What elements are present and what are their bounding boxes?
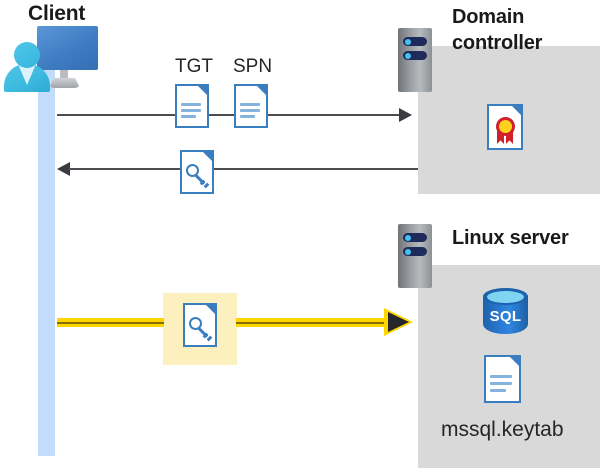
service-ticket-key-document-icon xyxy=(183,303,217,347)
linux-server-title: Linux server xyxy=(452,227,569,249)
rack-slot-icon xyxy=(403,247,427,256)
rack-slot-icon xyxy=(403,37,427,46)
response-arrowhead xyxy=(57,162,70,176)
service-ticket-arrow-line-core xyxy=(57,321,164,324)
domain-controller-server-rack-icon xyxy=(398,28,432,92)
rack-led-icon xyxy=(405,38,411,45)
keytab-filename-label: mssql.keytab xyxy=(441,418,564,441)
client-title: Client xyxy=(28,2,86,25)
certificate-seal xyxy=(496,117,515,136)
person-head-icon xyxy=(14,42,40,68)
sql-label: SQL xyxy=(489,308,522,325)
rack-slot-icon xyxy=(403,51,427,60)
database-cylinder-top xyxy=(483,288,528,305)
key-icon xyxy=(189,317,212,341)
tgt-document-icon xyxy=(175,84,209,128)
document-text-line xyxy=(181,103,201,106)
rack-led-icon xyxy=(405,52,411,59)
document-text-line xyxy=(181,115,196,118)
response-arrow-line xyxy=(69,168,181,170)
key-ring xyxy=(189,317,202,330)
domain-controller-title-line1: Domain xyxy=(452,6,525,28)
spn-label: SPN xyxy=(233,56,273,77)
request-arrow-line xyxy=(209,114,235,116)
monitor-base-icon xyxy=(49,78,80,88)
request-arrow-line xyxy=(57,114,176,116)
document-sheet xyxy=(183,303,217,347)
request-arrowhead xyxy=(399,108,412,122)
tgt-label: TGT xyxy=(175,56,213,77)
document-sheet xyxy=(175,84,209,128)
document-text-line xyxy=(490,389,506,392)
certificate-document-icon xyxy=(487,104,523,150)
spn-document-icon xyxy=(234,84,268,128)
monitor-neck-icon xyxy=(60,70,68,81)
sql-database-icon: SQL xyxy=(483,288,528,340)
certificate-ribbon-left xyxy=(497,131,504,144)
certificate-seal-center xyxy=(499,120,512,133)
document-text-line xyxy=(181,109,201,112)
certificate-ribbon-right xyxy=(506,131,513,144)
response-arrow-line xyxy=(214,168,418,170)
document-sheet xyxy=(484,355,521,403)
document-text-line xyxy=(490,382,512,385)
document-text-line xyxy=(490,375,512,378)
key-document-icon xyxy=(180,150,214,194)
service-ticket-arrowhead xyxy=(388,312,409,332)
linux-server-rack-icon xyxy=(398,224,432,288)
client-lifeline xyxy=(38,60,55,456)
rack-slot-icon xyxy=(403,233,427,242)
client-computer-icon xyxy=(4,26,98,96)
rack-led-icon xyxy=(405,248,411,255)
request-arrow-line xyxy=(268,114,400,116)
document-text-line xyxy=(240,109,260,112)
key-ring xyxy=(186,164,199,177)
service-ticket-arrow-line-core xyxy=(236,321,388,324)
document-text-line xyxy=(240,103,260,106)
database-cylinder-top-inner xyxy=(487,291,524,303)
domain-controller-title-line2: controller xyxy=(452,32,543,54)
key-icon xyxy=(186,164,209,188)
keytab-document-icon xyxy=(484,355,521,403)
monitor-screen-icon xyxy=(37,26,98,70)
document-text-line xyxy=(240,115,255,118)
rack-led-icon xyxy=(405,234,411,241)
domain-controller-title: Domain controller xyxy=(452,4,592,56)
